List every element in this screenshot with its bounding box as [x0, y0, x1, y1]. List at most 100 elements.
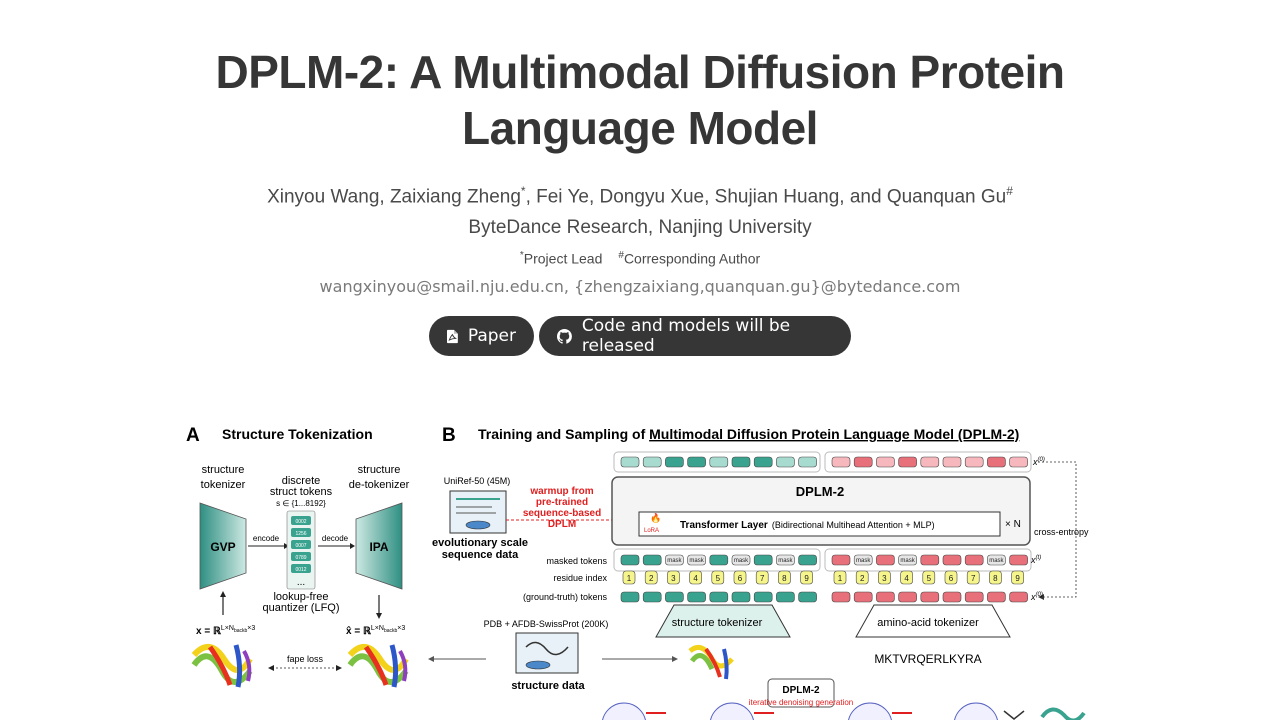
gt-struct-token	[709, 591, 729, 603]
evo-data-label-1: evolutionary scale	[432, 537, 528, 549]
lora-label: LoRA	[644, 528, 659, 534]
index-struct-token-label: 3	[671, 574, 676, 583]
x-hat-base: x̂ = ℝ	[346, 626, 372, 637]
protein-structure-thumbnail	[688, 644, 734, 680]
warmup-label-1: warmup from	[529, 486, 593, 497]
index-seq-token	[900, 570, 913, 585]
masked-struct-token	[665, 554, 684, 566]
structure-data-label: structure data	[511, 680, 585, 692]
structure-detokenizer-label-1: structure	[358, 464, 401, 476]
index-struct-token	[778, 570, 791, 585]
lfq-label-1: lookup-free	[273, 591, 328, 603]
transformer-label: Transformer Layer(Bidirectional Multihea…	[680, 520, 935, 531]
top-seq-token	[920, 456, 940, 468]
masked-struct-token	[687, 554, 706, 566]
warmup-label-2: pre-trained	[536, 497, 588, 508]
code-button[interactable]: Code and models will be released	[539, 316, 851, 356]
github-icon	[557, 328, 572, 344]
index-struct-token-label: 1	[627, 574, 632, 583]
lfq-label-2: quantizer (LFQ)	[262, 602, 339, 614]
token-chip-3	[291, 540, 311, 549]
masked-seq-token	[964, 554, 984, 566]
fape-right-arrowhead	[336, 665, 342, 671]
pdf-icon	[447, 329, 458, 343]
aa-tokenizer-box	[855, 604, 1011, 638]
token-chip-5	[291, 564, 311, 573]
index-seq-token-label: 3	[882, 574, 887, 583]
final-protein-ribbon	[1040, 707, 1086, 720]
masked-struct-token-label: mask	[689, 558, 704, 564]
masked-seq-token-label: mask	[989, 558, 1004, 564]
x-input-exp: L×N	[221, 625, 234, 632]
evo-data-label-2: sequence data	[442, 549, 519, 561]
index-struct-token-label: 5	[716, 574, 721, 583]
title-line-1: DPLM-2: A Multimodal Diffusion Protein	[215, 46, 1065, 98]
token-chip-2	[291, 528, 311, 537]
down-arrowhead	[376, 613, 382, 619]
note2-mark: #	[618, 250, 624, 261]
ground-truth-struct-tokens	[620, 591, 817, 603]
index-struct-token	[711, 570, 725, 585]
index-seq-token	[944, 570, 958, 585]
index-seq-token	[922, 570, 936, 585]
x-hat-exp2: backb	[384, 628, 398, 634]
index-seq-token-label: 6	[949, 574, 954, 583]
corresponding-mark: #	[1006, 184, 1013, 198]
fape-loss-label: fape loss	[287, 654, 324, 664]
token-value-3: 0007	[295, 543, 306, 549]
up-arrowhead	[220, 591, 226, 597]
index-struct-token	[689, 570, 702, 585]
cross-entropy-line	[1038, 461, 1077, 598]
gt-seq-token	[876, 591, 895, 603]
masked-struct-token	[731, 554, 751, 566]
index-struct-token	[800, 570, 813, 585]
masked-struct-token	[753, 554, 773, 566]
encode-label: encode	[253, 534, 280, 543]
index-struct-token-label: 9	[804, 574, 809, 583]
token-chip-4	[291, 552, 311, 561]
iterative-label: iterative denoising generation	[749, 698, 854, 707]
masked-seq-token	[898, 554, 917, 566]
ground-truth-seq-tokens	[831, 591, 1028, 603]
denoise-step-3	[848, 702, 892, 720]
gt-struct-token	[798, 591, 817, 603]
masked-struct-token	[642, 554, 662, 566]
residue-index-label: residue index	[553, 573, 607, 583]
x-hat-exp3: ×3	[397, 625, 405, 632]
masked-struct-token-label: mask	[734, 558, 749, 564]
lora-flame-icon: 🔥	[650, 512, 661, 523]
structure-tokenizer-box-label: structure tokenizer	[672, 617, 763, 629]
top-seq-token	[987, 456, 1006, 468]
paper-button[interactable]: Paper	[429, 316, 534, 356]
contact-email: wangxinyou@smail.nju.edu.cn, {zhengzaixi…	[319, 277, 961, 296]
token-set-label: s ∈ {1...8192}	[276, 499, 326, 508]
times-n-label: × N	[1005, 519, 1021, 530]
index-seq-token	[878, 570, 891, 585]
author-list: Xinyou Wang, Zaixiang Zheng*, Fei Ye, Do…	[0, 184, 1280, 208]
index-struct-token	[733, 570, 747, 585]
token-chip-1	[291, 516, 311, 525]
index-struct-token	[622, 570, 636, 585]
panel-b-title-prefix: Training and Sampling of	[478, 426, 649, 442]
index-seq-token	[855, 570, 869, 585]
transformer-detail: (Bidirectional Multihead Attention + MLP…	[772, 520, 935, 530]
affiliation: ByteDance Research, Nanjing University	[468, 217, 812, 238]
author-notes: *Project Lead#Corresponding Author	[0, 250, 1280, 267]
model-overview-figure: A Structure Tokenization B Training and …	[180, 415, 1100, 720]
gt-seq-token	[920, 591, 940, 603]
masked-struct-token	[620, 554, 640, 566]
index-seq-token	[989, 570, 1002, 585]
structure-database-icon	[515, 632, 579, 674]
index-seq-token-label: 4	[904, 574, 909, 583]
masked-seq-token	[942, 554, 962, 566]
panel-a-letter: A	[186, 425, 200, 446]
structure-tokenizer-label-1: structure	[202, 464, 245, 476]
title-line-2: Language Model	[462, 102, 818, 154]
top-seq-token	[831, 456, 851, 468]
gvp-label: GVP	[210, 540, 235, 554]
masked-struct-token	[798, 554, 817, 566]
gt-struct-token	[620, 591, 640, 603]
top-struct-token	[776, 456, 795, 468]
